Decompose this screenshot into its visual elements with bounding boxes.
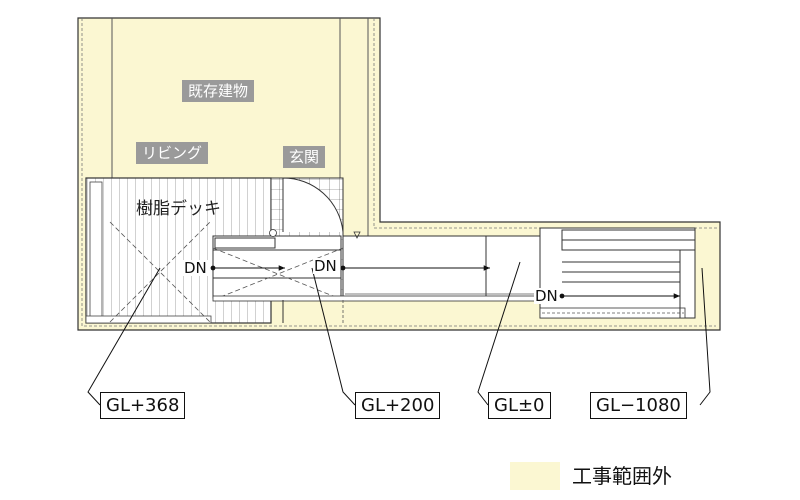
entrance-label: 玄関: [283, 146, 326, 168]
legend-text: 工事範囲外: [572, 464, 672, 488]
level-gl-200: GL+200: [355, 392, 441, 419]
stairs-down: [539, 227, 696, 319]
level-gl-368: GL+368: [100, 392, 186, 419]
deck-label: 樹脂デッキ: [136, 199, 221, 219]
legend-swatch: [510, 462, 560, 490]
north-marker-icon: [353, 231, 361, 239]
living-label: リビング: [136, 142, 209, 164]
dn-label-3: DN: [534, 287, 559, 305]
level-gl-0: GL±0: [488, 392, 551, 419]
existing-building-label: 既存建物: [182, 80, 255, 102]
dn-label-2: DN: [313, 257, 338, 275]
dn-arrows: [210, 265, 680, 299]
level-gl-minus-1080: GL−1080: [590, 392, 687, 419]
level-leaders: [87, 261, 711, 406]
deck-area: [85, 177, 272, 324]
dn-label-1: DN: [183, 259, 208, 277]
